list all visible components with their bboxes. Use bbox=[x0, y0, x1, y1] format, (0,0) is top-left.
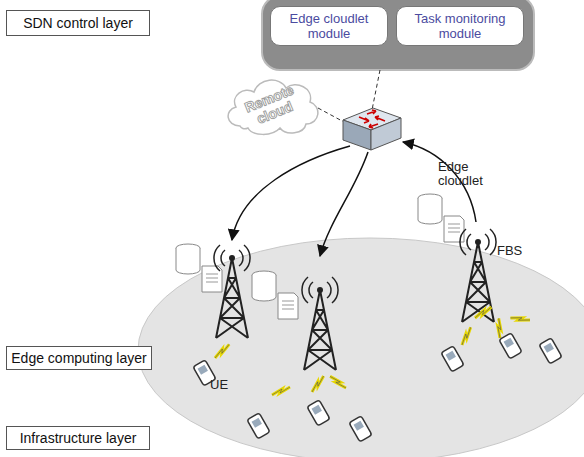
layer-label: SDN control layer bbox=[6, 10, 150, 36]
node-text: SDN control layer bbox=[23, 15, 133, 31]
cloud: Remote cloud bbox=[222, 74, 322, 138]
part-label: UE bbox=[210, 378, 240, 392]
part-label: Edge cloudlet bbox=[438, 160, 496, 189]
module-box: Edge cloudlet module bbox=[270, 6, 388, 46]
node-text: Edge cloudlet module bbox=[275, 11, 383, 41]
node-text: Task monitoring module bbox=[401, 11, 519, 41]
module-box: Task monitoring module bbox=[396, 6, 524, 46]
node-text: Edge computing layer bbox=[11, 350, 146, 366]
layer-label: Edge computing layer bbox=[6, 346, 152, 370]
node-text: Infrastructure layer bbox=[20, 430, 137, 446]
part-label: FBS bbox=[497, 244, 537, 258]
layer-label: Infrastructure layer bbox=[6, 426, 150, 450]
